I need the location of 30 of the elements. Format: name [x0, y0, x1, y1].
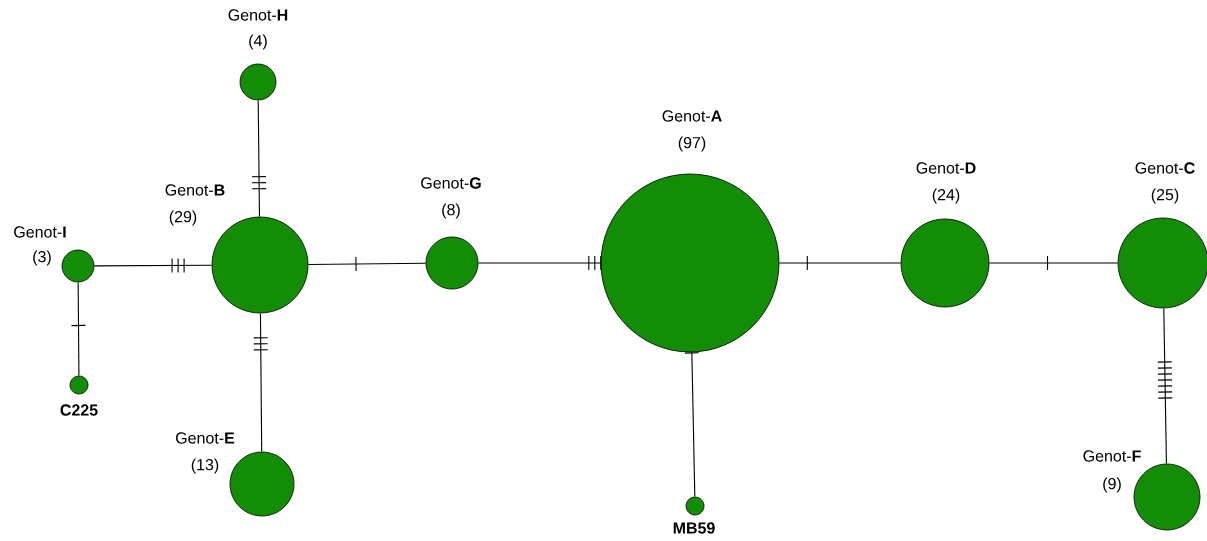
- branch-line: [307, 256, 427, 272]
- haplotype-label: (8): [442, 203, 460, 219]
- haplotype-label: (29): [169, 210, 197, 226]
- branch-line: [1157, 307, 1173, 465]
- branch-line: [253, 312, 269, 453]
- branch-line: [70, 281, 87, 377]
- haplotype-label: Genot-I: [14, 226, 66, 238]
- haplotype-label: (9): [1103, 477, 1121, 493]
- branch-line: [477, 255, 602, 271]
- haplotype-label: Genot-A: [662, 110, 722, 122]
- branch-line: [93, 257, 213, 274]
- haplotype-label: Genot-G: [421, 177, 481, 189]
- haplotype-label: (3): [33, 250, 51, 266]
- haplotype-label: Genot-D: [916, 162, 976, 174]
- branch-line: [251, 99, 267, 218]
- haplotype-label: (25): [1151, 188, 1179, 204]
- haplotype-label: Genot-H: [228, 9, 288, 21]
- branch-line: [778, 255, 902, 271]
- branch-line: [988, 255, 1119, 271]
- branch-line: [684, 351, 700, 498]
- haplotype-label: C225: [60, 404, 98, 416]
- haplotype-label: (13): [191, 458, 219, 474]
- haplotype-label: Genot-E: [176, 432, 235, 444]
- haplotype-label: MB59: [673, 522, 715, 534]
- haplotype-label: (4): [249, 34, 267, 50]
- haplotype-label: Genot-C: [1135, 162, 1195, 174]
- haplotype-label: (24): [932, 188, 960, 204]
- haplotype-label: (97): [678, 136, 706, 152]
- haplotype-label: Genot-B: [165, 184, 225, 196]
- haplotype-label: Genot-F: [1083, 450, 1141, 462]
